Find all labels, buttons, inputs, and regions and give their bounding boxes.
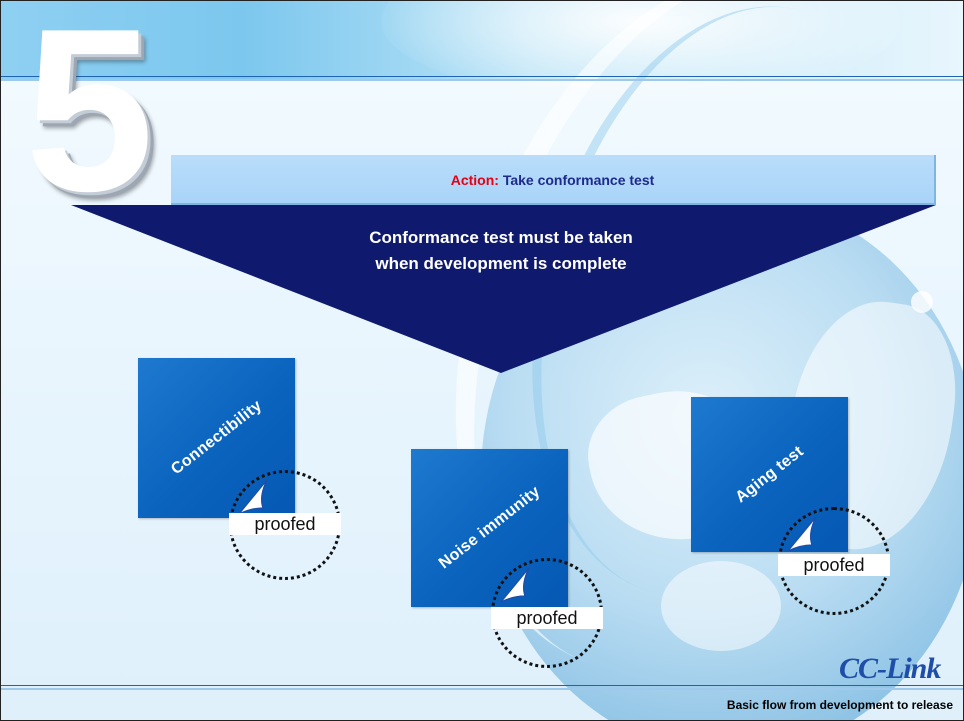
action-text: Take conformance test bbox=[502, 172, 655, 188]
test-card-label: Aging test bbox=[731, 442, 807, 506]
step-number: 5 bbox=[25, 0, 154, 240]
logo-text: CC-Link bbox=[839, 652, 941, 685]
header-divider bbox=[1, 76, 963, 77]
stamp-label: proofed bbox=[778, 554, 890, 576]
page-curl-icon bbox=[787, 516, 817, 552]
triangle-shape bbox=[71, 205, 936, 373]
proofed-stamp: proofed bbox=[229, 470, 341, 580]
footer-caption: Basic flow from development to release bbox=[726, 698, 953, 712]
instruction-triangle bbox=[71, 205, 936, 373]
background-globe-land bbox=[661, 561, 781, 651]
page-curl-icon bbox=[238, 479, 268, 515]
stamp-label: proofed bbox=[491, 607, 603, 629]
footer-divider bbox=[1, 685, 963, 686]
instruction-line-2: when development is complete bbox=[375, 254, 627, 273]
footer-divider-accent bbox=[1, 688, 963, 690]
proofed-stamp: proofed bbox=[778, 507, 890, 615]
proofed-stamp: proofed bbox=[491, 558, 603, 668]
action-label: Action: bbox=[450, 172, 499, 188]
instruction-line-1: Conformance test must be taken bbox=[369, 228, 633, 247]
test-card-label: Connectibility bbox=[167, 397, 265, 479]
cc-link-logo: CC-Link bbox=[839, 651, 959, 687]
action-banner: Action: Take conformance test bbox=[171, 155, 936, 205]
instruction-text: Conformance test must be taken when deve… bbox=[291, 225, 711, 277]
page-curl-icon bbox=[500, 567, 530, 603]
stamp-label: proofed bbox=[229, 513, 341, 535]
header-divider-accent bbox=[1, 79, 963, 81]
background-bubble bbox=[911, 291, 933, 313]
